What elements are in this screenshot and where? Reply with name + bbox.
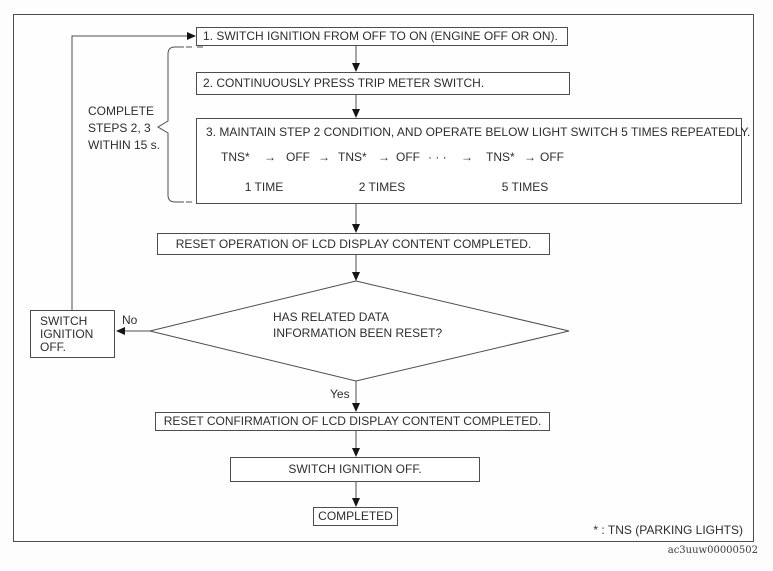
- off-token-3: OFF: [540, 150, 564, 164]
- arrow-glyph-sep1: →: [318, 150, 330, 164]
- ellipsis-dots: · · ·: [428, 150, 447, 164]
- decision-line2: INFORMATION BEEN RESET?: [273, 326, 443, 340]
- off-token-1: OFF: [286, 150, 310, 164]
- no-branch-box-line1: SWITCH: [40, 313, 88, 328]
- timing-note-line1: COMPLETE: [88, 104, 155, 118]
- decision-question: HAS RELATED DATA INFORMATION BEEN RESET?: [273, 309, 442, 341]
- terminal-box-completed: COMPLETED: [313, 507, 398, 526]
- process-box-switch-ignition-off: SWITCH IGNITION OFF.: [230, 457, 480, 482]
- count-label-5-times: 5 TIMES: [501, 180, 549, 194]
- process-box-reset-operation: RESET OPERATION OF LCD DISPLAY CONTENT C…: [157, 233, 550, 255]
- count-label-2-times: 2 TIMES: [358, 180, 406, 194]
- timing-note-line2: STEPS 2, 3: [88, 121, 151, 135]
- process-box-reset-confirmation: RESET CONFIRMATION OF LCD DISPLAY CONTEN…: [155, 412, 550, 431]
- figure-id: ac3uuw00000502: [667, 545, 758, 556]
- arrow-glyph-sep2: →: [461, 150, 473, 164]
- reset-confirmation-text: RESET CONFIRMATION OF LCD DISPLAY CONTEN…: [163, 414, 542, 428]
- process-box-step3: 3. MAINTAIN STEP 2 CONDITION, AND OPERAT…: [196, 118, 750, 204]
- arrow-glyph-1: →: [264, 150, 276, 164]
- tns-token-2: TNS*: [338, 150, 367, 164]
- tns-token-3: TNS*: [486, 150, 515, 164]
- switch-ignition-off-text: SWITCH IGNITION OFF.: [288, 462, 422, 476]
- reset-operation-text: RESET OPERATION OF LCD DISPLAY CONTENT C…: [175, 236, 532, 251]
- process-box-step2: 2. CONTINUOUSLY PRESS TRIP METER SWITCH.: [196, 72, 570, 95]
- arrow-glyph-2: →: [378, 150, 390, 164]
- tns-token-1: TNS*: [221, 150, 250, 164]
- step1-text: 1. SWITCH IGNITION FROM OFF TO ON (ENGIN…: [203, 29, 558, 43]
- completed-text: COMPLETED: [318, 509, 393, 523]
- count-label-1-time: 1 TIME: [244, 180, 284, 194]
- timing-note-line3: WITHIN 15 s.: [88, 138, 161, 152]
- no-branch-label: No: [122, 313, 138, 327]
- yes-branch-label: Yes: [330, 387, 350, 401]
- arrow-glyph-3: →: [524, 150, 536, 164]
- decision-line1: HAS RELATED DATA: [273, 310, 390, 324]
- step2-text: 2. CONTINUOUSLY PRESS TRIP METER SWITCH.: [203, 76, 485, 90]
- tns-footnote: * : TNS (PARKING LIGHTS): [593, 523, 743, 537]
- timing-note: COMPLETE STEPS 2, 3 WITHIN 15 s.: [88, 103, 160, 154]
- step3-text: 3. MAINTAIN STEP 2 CONDITION, AND OPERAT…: [206, 125, 751, 139]
- no-branch-box-text: SWITCH IGNITION OFF.: [40, 313, 94, 354]
- no-branch-box-line2: IGNITION: [40, 326, 94, 341]
- off-token-2: OFF: [396, 150, 420, 164]
- no-branch-box-line3: OFF.: [40, 339, 66, 354]
- process-box-switch-ignition-off-left: SWITCH IGNITION OFF.: [30, 310, 115, 358]
- process-box-step1: 1. SWITCH IGNITION FROM OFF TO ON (ENGIN…: [196, 27, 568, 46]
